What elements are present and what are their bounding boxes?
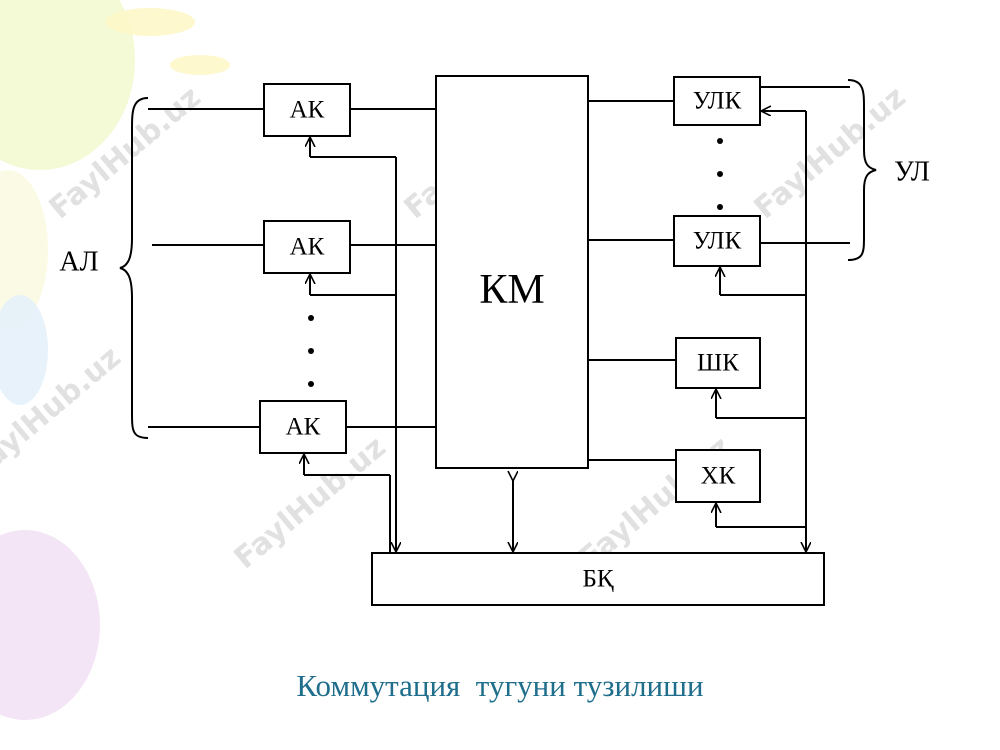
watermark: FaylHub.uz xyxy=(0,340,128,486)
bk-block xyxy=(371,552,825,606)
ak-block-3-label: АК xyxy=(286,414,321,441)
ulk-block-2-label: УЛК xyxy=(693,228,742,255)
bk-block-label: БҚ xyxy=(582,566,613,593)
continuation-dot xyxy=(717,171,723,177)
right-brace xyxy=(847,79,877,261)
diagram-caption: Коммутация тугуни тузилиши xyxy=(296,668,704,703)
km-block xyxy=(435,75,589,469)
sun-ray xyxy=(105,8,195,36)
shk-block-label: ШК xyxy=(697,350,739,377)
continuation-dot xyxy=(308,381,314,387)
continuation-dot xyxy=(308,315,314,321)
right-control-bus xyxy=(716,111,806,551)
brace-label-ul: УЛ xyxy=(894,157,930,188)
balloon-pale-yellow xyxy=(0,170,48,330)
ulk-block-2 xyxy=(673,215,761,267)
ulk-block-1 xyxy=(673,76,761,126)
ak-block-1-label: АК xyxy=(290,97,325,124)
continuation-dot xyxy=(308,348,314,354)
watermark: FaylHub.uz xyxy=(748,80,913,226)
left-control-bus xyxy=(304,138,396,553)
ak-block-2 xyxy=(263,220,351,274)
watermark: FaylHub.uz xyxy=(43,80,208,226)
continuation-dot xyxy=(717,204,723,210)
balloon-purple xyxy=(0,530,100,720)
brace-label-al: АЛ xyxy=(59,247,98,278)
balloon-blue xyxy=(0,295,48,405)
balloon-yellow-green xyxy=(0,0,135,170)
hk-block-label: ХК xyxy=(701,463,736,490)
ak-block-2-label: АК xyxy=(290,234,325,261)
km-block-label: КМ xyxy=(479,267,544,313)
shk-block xyxy=(675,337,761,389)
continuation-dot xyxy=(717,138,723,144)
sun-ray xyxy=(170,55,230,75)
ulk-block-1-label: УЛК xyxy=(693,88,742,115)
left-brace xyxy=(119,97,149,439)
hk-block xyxy=(675,449,761,503)
